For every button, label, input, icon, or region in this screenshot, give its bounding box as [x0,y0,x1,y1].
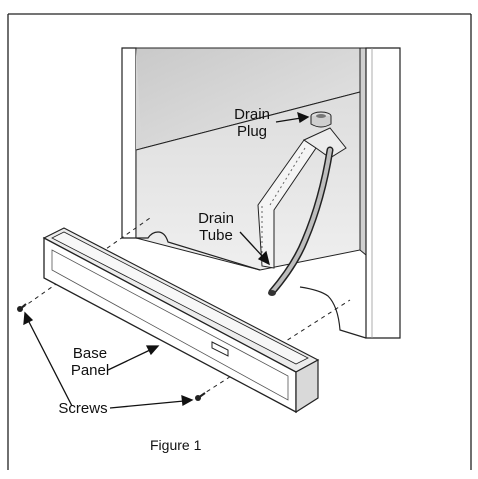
base-panel-label-line2: Panel [64,362,116,379]
drain-tube-label: Drain Tube [190,210,242,244]
base-panel-label-line1: Base [64,345,116,362]
screws-label: Screws [50,400,116,417]
base-panel-label: Base Panel [64,345,116,379]
drain-plug-label-line1: Drain [226,106,278,123]
screw-right [195,393,205,401]
figure-caption: Figure 1 [150,437,201,453]
drain-plug-label: Drain Plug [226,106,278,140]
drain-tube-label-line1: Drain [190,210,242,227]
drain-tube-label-line2: Tube [190,227,242,244]
drain-plug-label-line2: Plug [226,123,278,140]
screw-left [17,304,26,312]
drain-plug [311,112,331,127]
